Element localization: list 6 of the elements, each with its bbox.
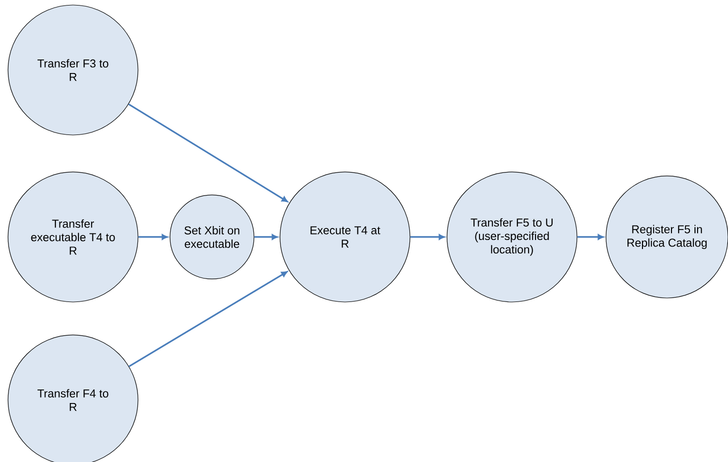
arrow <box>254 234 278 240</box>
arrow <box>577 234 604 240</box>
arrow <box>410 234 445 240</box>
arrow <box>138 234 168 240</box>
arrow <box>128 103 288 202</box>
arrow <box>128 271 288 368</box>
